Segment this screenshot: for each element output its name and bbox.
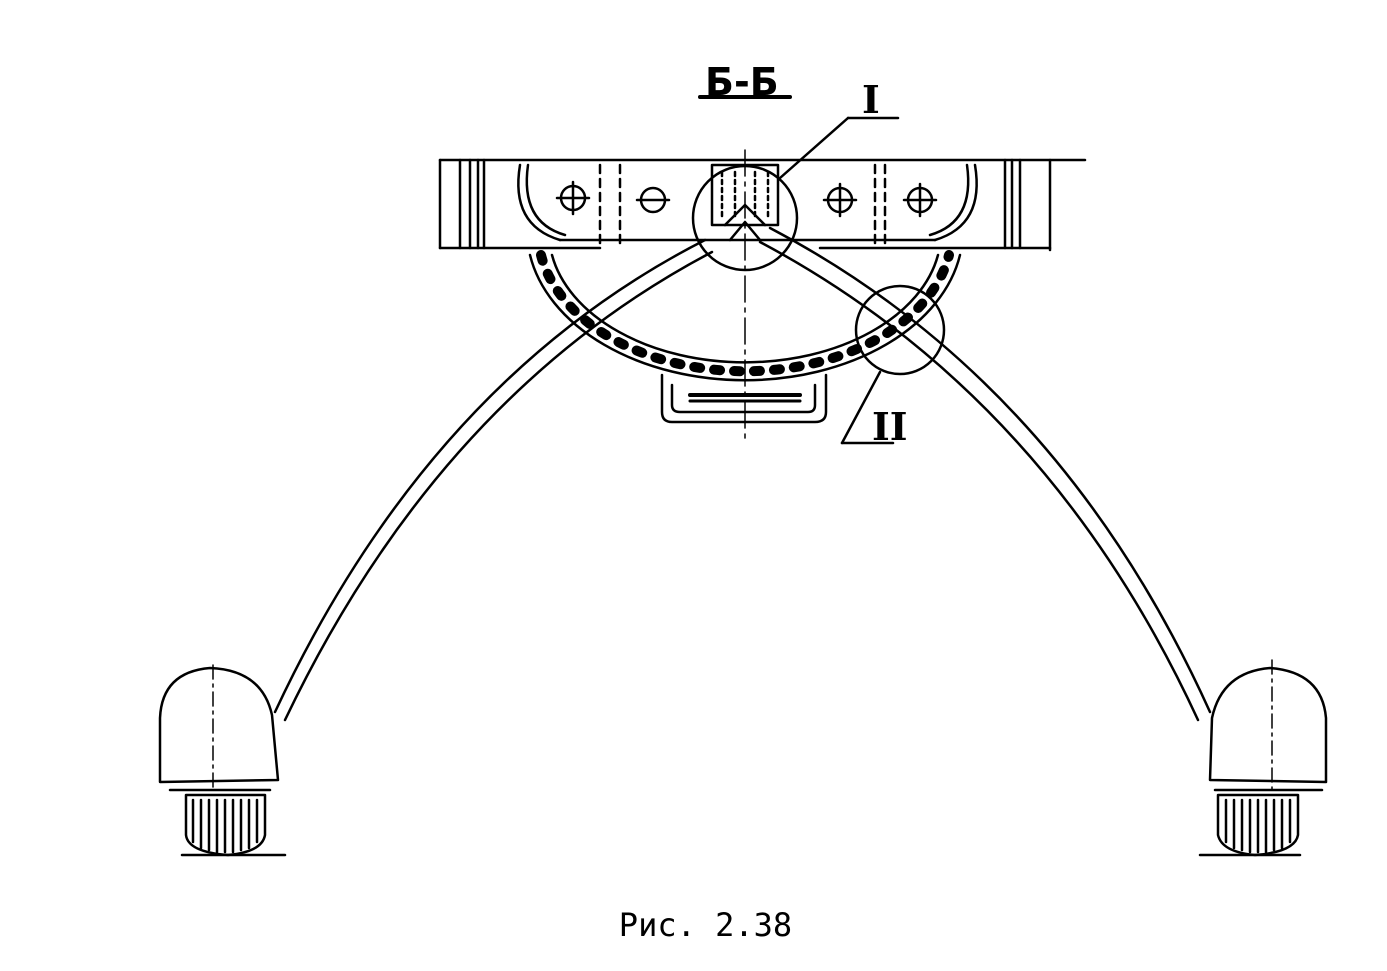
- lower-bracket: [660, 373, 828, 424]
- callout-2: II: [872, 404, 908, 449]
- detail-circle-2: [854, 284, 946, 376]
- top-frame: [438, 158, 1087, 252]
- leader-1: [778, 116, 850, 180]
- figure-caption-text: Рис. 2.38: [618, 906, 793, 944]
- left-rod: [273, 238, 714, 722]
- figure-caption: Рис. 2.38: [0, 906, 1387, 944]
- right-foot: [1198, 659, 1328, 857]
- leader-2: [840, 370, 882, 445]
- bolt-holes: [555, 180, 938, 218]
- left-foot: [158, 664, 287, 857]
- callout-1: I: [862, 77, 880, 122]
- right-rod: [758, 226, 1212, 722]
- perforated-ring: [528, 250, 962, 382]
